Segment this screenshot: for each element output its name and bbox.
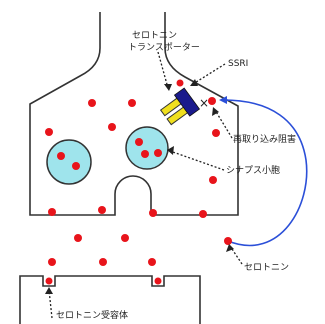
inhibition-mark: × <box>199 96 209 110</box>
serotonin-dot <box>99 258 107 266</box>
serotonin-dot <box>149 209 157 217</box>
serotonin-dot <box>45 128 53 136</box>
serotonin-dot <box>135 138 143 146</box>
leader-line-ssri <box>193 64 225 84</box>
serotonin-dot <box>154 149 162 157</box>
serotonin-dot <box>72 162 80 170</box>
label-serotonin-transporter-line1: セロトニン <box>132 30 177 41</box>
serotonin-dot <box>212 129 220 137</box>
serotonin-dot <box>74 234 82 242</box>
label-ssri: SSRI <box>228 59 248 69</box>
label-serotonin: セロトニン <box>244 262 289 273</box>
label-serotonin-transporter-line2: トランスポーター <box>128 42 200 53</box>
serotonin-dot <box>46 278 53 285</box>
serotonin-dot <box>121 234 129 242</box>
serotonin-dot <box>148 258 156 266</box>
serotonin-dot <box>48 208 56 216</box>
label-serotonin-receptor: セロトニン受容体 <box>56 309 128 321</box>
serotonin-dot <box>57 152 65 160</box>
serotonin-dot <box>108 123 116 131</box>
synaptic-vesicle <box>126 127 168 169</box>
serotonin-dot <box>208 97 216 105</box>
serotonin-dot <box>209 176 217 184</box>
serotonin-dot <box>177 80 184 87</box>
serotonin-dot <box>88 99 96 107</box>
label-reuptake-inhibition: 再取り込み阻害 <box>233 133 296 145</box>
label-synaptic-vesicle: シナプス小胞 <box>226 164 280 176</box>
serotonin-dot <box>155 278 162 285</box>
serotonin-dot <box>98 206 106 214</box>
synaptic-vesicle <box>47 140 91 184</box>
serotonin-dot <box>224 237 232 245</box>
serotonin-dot <box>128 99 136 107</box>
serotonin-dot <box>141 150 149 158</box>
serotonin-dot <box>199 210 207 218</box>
serotonin-dot <box>48 258 56 266</box>
